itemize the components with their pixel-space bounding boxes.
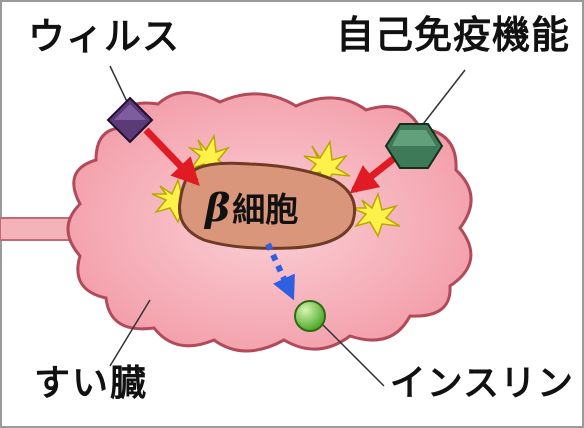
beta-symbol: β — [205, 185, 231, 230]
pancreatic-duct — [0, 217, 79, 241]
virus-highlight — [114, 104, 146, 120]
insulin-label: インスリン — [389, 363, 574, 404]
pancreas-leader-line — [109, 299, 151, 367]
virus-label: ウィルス — [28, 15, 180, 58]
insulin-leader-line — [319, 321, 385, 387]
immune-highlight — [392, 130, 436, 146]
virus-attack-arrow — [143, 127, 200, 187]
impact-burst-icon — [303, 139, 351, 188]
beta-cell-text: 細胞 — [232, 190, 299, 229]
beta-cell-label: β細胞 — [205, 189, 298, 227]
immune-function-label: 自己免疫機能 — [335, 13, 570, 57]
immune-leader-line — [419, 69, 466, 129]
insulin-release-arrow — [265, 242, 295, 301]
pancreas-label: すい臓 — [34, 363, 149, 404]
impact-burst-icon — [351, 191, 401, 238]
beta-cell-shape — [178, 161, 357, 250]
green-circle-insulin-icon — [294, 300, 326, 332]
